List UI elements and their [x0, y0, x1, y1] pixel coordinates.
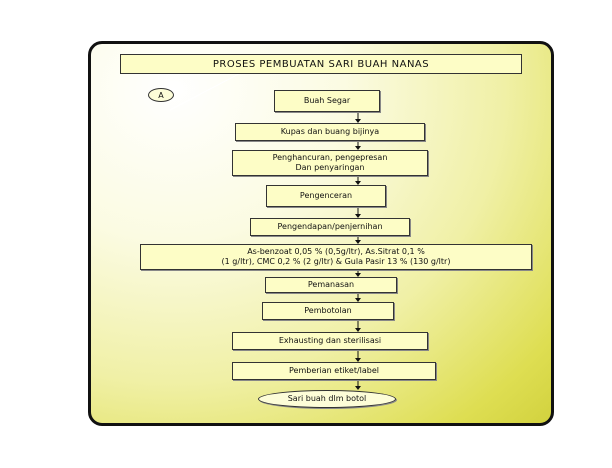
step-sari-buah-dlm-botol: Sari buah dlm botol [258, 390, 396, 408]
step-label: Pembotolan [304, 306, 352, 315]
step-kupas: Kupas dan buang bijinya [235, 123, 425, 141]
step-pembotolan: Pembotolan [262, 302, 394, 320]
step-exhausting: Exhausting dan sterilisasi [232, 332, 428, 350]
step-label: Sari buah dlm botol [287, 394, 367, 403]
step-pengendapan: Pengendapan/penjernihan [250, 218, 410, 236]
flow-arrow-head [355, 119, 361, 123]
flow-arrow-head [355, 240, 361, 244]
step-label: Penghancuran, pengepresan [272, 153, 388, 162]
page-title: PROSES PEMBUATAN SARI BUAH NANAS [120, 54, 522, 74]
flow-arrow-head [355, 298, 361, 302]
flow-arrow-head [355, 386, 361, 390]
flow-arrow-head [355, 273, 361, 277]
step-label: Kupas dan buang bijinya [280, 127, 380, 136]
step-label-2: Dan penyaringan [295, 163, 365, 172]
flow-arrow-head [355, 328, 361, 332]
step-pemanasan: Pemanasan [265, 277, 397, 293]
flow-arrow-head [355, 146, 361, 150]
step-label: Pengendapan/penjernihan [277, 222, 383, 231]
section-marker: A [148, 88, 174, 102]
flow-arrow-head [355, 358, 361, 362]
step-label: Buah Segar [303, 96, 351, 105]
step-label-2: (1 g/ltr), CMC 0,2 % (2 g/ltr) & Gula Pa… [221, 257, 451, 266]
flow-arrow-head [355, 214, 361, 218]
step-bahan-tambahan: As-benzoat 0,05 % (0,5g/ltr), As.Sitrat … [140, 244, 532, 270]
step-buah-segar: Buah Segar [274, 90, 380, 112]
step-label: Exhausting dan sterilisasi [278, 336, 382, 345]
step-label: Pengenceran [299, 191, 353, 200]
step-pemberian-etiket: Pemberian etiket/label [232, 362, 436, 380]
step-label: Pemanasan [307, 280, 355, 289]
flow-arrows [355, 112, 361, 390]
step-label: Pemberian etiket/label [288, 366, 379, 375]
step-label: As-benzoat 0,05 % (0,5g/ltr), As.Sitrat … [247, 247, 425, 256]
step-pengenceran: Pengenceran [266, 185, 386, 207]
flow-arrow-head [355, 181, 361, 185]
